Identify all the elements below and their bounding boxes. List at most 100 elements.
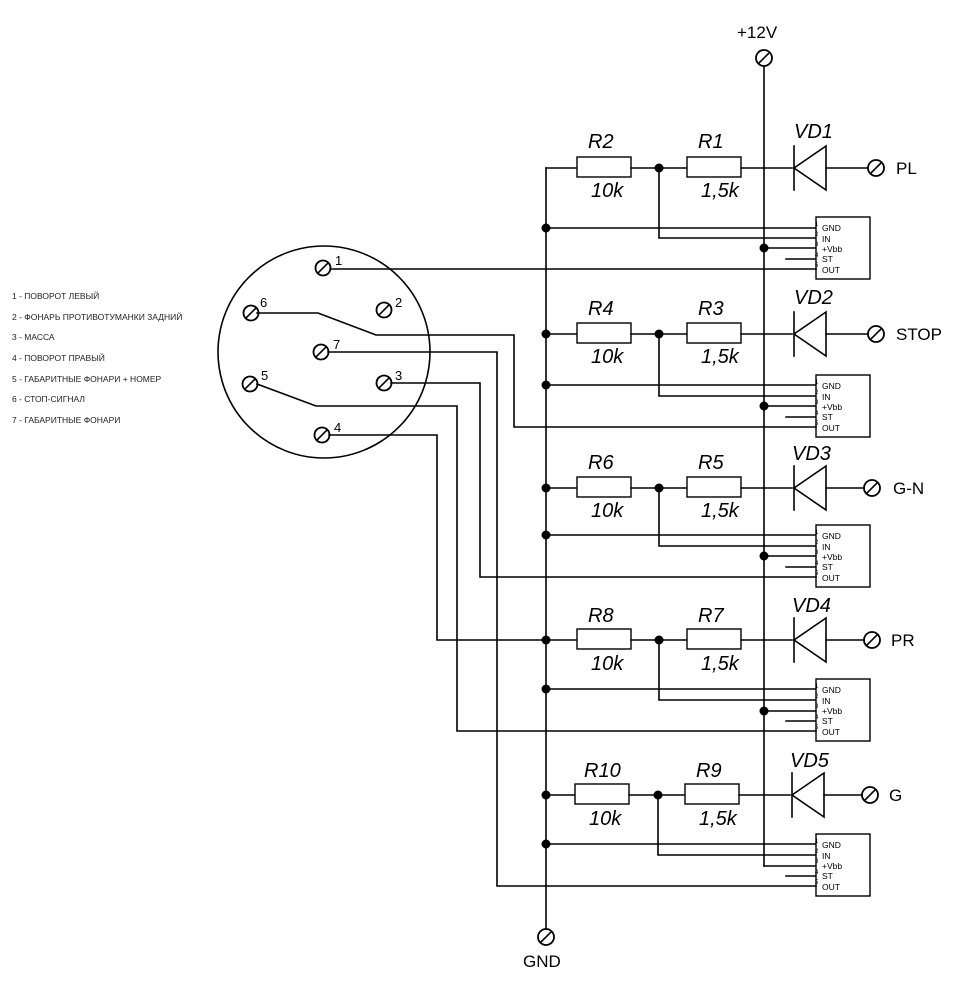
legend-item-4: 4 - ПОВОРОТ ПРАВЫЙ <box>12 353 105 364</box>
connector-pin-6: 6 <box>242 295 267 322</box>
resistor-r2-value: 10k <box>591 180 624 202</box>
svg-text:2: 2 <box>815 390 819 396</box>
connector-pin-2: 2 <box>375 295 402 319</box>
connector-pin-4-label: 4 <box>334 420 341 435</box>
svg-text:4: 4 <box>815 715 819 721</box>
resistor-r10-label: R10 <box>584 760 621 782</box>
connector-pin-5: 5 <box>241 368 268 393</box>
wire-pin5-to-ic4-out <box>255 382 817 732</box>
svg-text:OUT: OUT <box>822 573 840 583</box>
diode-vd5 <box>790 771 825 819</box>
connector-pin-5-label: 5 <box>261 368 268 383</box>
resistor-r3-value: 1,5k <box>701 346 740 368</box>
svg-text:IN: IN <box>822 851 831 861</box>
ground-terminal: GND <box>523 928 561 971</box>
resistor-r3 <box>686 322 742 344</box>
connector-pin-3: 3 <box>375 368 402 392</box>
svg-text:OUT: OUT <box>822 423 840 433</box>
output-terminal-stop <box>867 325 885 343</box>
resistor-r4 <box>576 322 632 344</box>
legend: 1 - ПОВОРОТ ЛЕВЫЙ 2 - ФОНАРЬ ПРОТИВОТУМА… <box>12 289 212 434</box>
svg-text:2: 2 <box>815 849 819 855</box>
legend-item-5: 5 - ГАБАРИТНЫЕ ФОНАРИ + НОМЕР <box>12 373 162 384</box>
svg-text:IN: IN <box>822 696 831 706</box>
svg-text:4: 4 <box>815 411 819 417</box>
svg-text:3: 3 <box>815 859 819 865</box>
resistor-r7-value: 1,5k <box>701 653 740 675</box>
connector-pin-1-label: 1 <box>335 253 342 268</box>
switch-ic-4 <box>815 678 871 742</box>
svg-text:1: 1 <box>815 380 819 386</box>
svg-text:ST: ST <box>822 254 833 264</box>
resistor-r4-value: 10k <box>591 346 624 368</box>
svg-text:+Vbb: +Vbb <box>822 706 842 716</box>
svg-text:GND: GND <box>822 531 841 541</box>
resistor-r8-label: R8 <box>588 605 614 627</box>
output-g-label: G <box>889 786 902 805</box>
resistor-r5 <box>686 476 742 498</box>
output-g-n-label: G-N <box>893 479 924 498</box>
diode-vd2 <box>792 310 827 358</box>
diode-vd1-label: VD1 <box>794 121 833 143</box>
svg-text:+Vbb: +Vbb <box>822 861 842 871</box>
svg-text:5: 5 <box>815 421 819 427</box>
svg-text:OUT: OUT <box>822 882 840 892</box>
resistor-r6-label: R6 <box>588 452 614 474</box>
svg-text:2: 2 <box>815 232 819 238</box>
resistor-r6-value: 10k <box>591 500 624 522</box>
svg-text:IN: IN <box>822 392 831 402</box>
resistor-r1-value: 1,5k <box>701 180 740 202</box>
output-pr-label: PR <box>891 631 915 650</box>
legend-item-3: 3 - МАССА <box>12 332 55 343</box>
resistor-r9 <box>684 783 740 805</box>
svg-text:2: 2 <box>815 540 819 546</box>
resistor-r1-label: R1 <box>698 131 724 153</box>
svg-text:OUT: OUT <box>822 727 840 737</box>
resistor-r7 <box>686 628 742 650</box>
resistor-r3-label: R3 <box>698 298 724 320</box>
svg-text:+Vbb: +Vbb <box>822 402 842 412</box>
svg-text:5: 5 <box>815 725 819 731</box>
svg-text:1: 1 <box>815 839 819 845</box>
output-terminal-pr <box>863 631 881 649</box>
svg-text:5: 5 <box>815 263 819 269</box>
wire-pin4-to-channel4 <box>328 434 547 641</box>
resistor-r2 <box>576 156 632 178</box>
svg-text:5: 5 <box>815 571 819 577</box>
svg-text:OUT: OUT <box>822 265 840 275</box>
svg-text:ST: ST <box>822 412 833 422</box>
resistor-r9-value: 1,5k <box>699 808 738 830</box>
connector-pin-3-label: 3 <box>395 368 402 383</box>
output-terminal-g <box>861 786 879 804</box>
svg-text:4: 4 <box>815 870 819 876</box>
output-terminal-g-n <box>863 479 881 497</box>
svg-text:+Vbb: +Vbb <box>822 244 842 254</box>
svg-text:GND: GND <box>822 840 841 850</box>
resistor-r2-label: R2 <box>588 131 614 153</box>
connector-pin-4: 4 <box>313 420 341 444</box>
connector-pin-7-label: 7 <box>333 337 340 352</box>
svg-text:3: 3 <box>815 550 819 556</box>
connector-pin-6-label: 6 <box>260 295 267 310</box>
resistor-r9-label: R9 <box>696 760 722 782</box>
svg-text:1: 1 <box>815 684 819 690</box>
resistor-r7-label: R7 <box>698 605 724 627</box>
diode-vd5-label: VD5 <box>790 750 830 772</box>
diode-vd4 <box>792 616 827 664</box>
svg-text:1: 1 <box>815 530 819 536</box>
diode-vd4-label: VD4 <box>792 595 831 617</box>
resistor-r5-value: 1,5k <box>701 500 740 522</box>
svg-text:ST: ST <box>822 716 833 726</box>
resistor-r10 <box>574 783 630 805</box>
resistor-r10-value: 10k <box>589 808 622 830</box>
switch-ic-2 <box>815 374 871 438</box>
connector-pin-7: 7 <box>312 337 340 361</box>
output-terminal-pl <box>867 159 885 177</box>
output-stop-label: STOP <box>896 325 942 344</box>
switch-ic-5 <box>815 833 871 897</box>
